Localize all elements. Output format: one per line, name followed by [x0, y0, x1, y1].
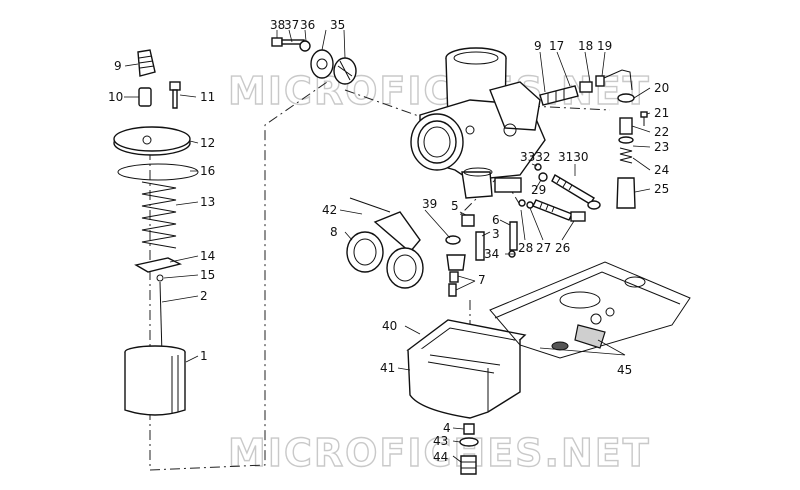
callout-20: 20 — [654, 81, 669, 95]
callout-24: 24 — [654, 163, 669, 177]
callout-labels: 38 37 36 35 9 17 18 19 20 21 22 23 24 25… — [108, 18, 669, 464]
callout-12: 12 — [200, 136, 215, 150]
callout-45: 45 — [617, 363, 632, 377]
callout-11: 11 — [200, 90, 215, 104]
callout-44: 44 — [433, 450, 448, 464]
choke-cable-parts — [539, 69, 633, 106]
slide-valve-assembly — [113, 49, 199, 416]
callout-9-left: 9 — [114, 59, 122, 73]
callout-7: 7 — [478, 273, 486, 287]
callout-23: 23 — [654, 140, 669, 154]
callout-38: 38 — [270, 18, 285, 32]
callout-36: 36 — [300, 18, 315, 32]
callout-41: 41 — [380, 361, 395, 375]
callout-1: 1 — [200, 349, 208, 363]
callout-15: 15 — [200, 268, 215, 282]
mixture-screw-parts — [518, 199, 586, 222]
leader-lines — [124, 29, 651, 463]
callout-3: 3 — [492, 227, 500, 241]
callout-17: 17 — [549, 39, 564, 53]
callout-6: 6 — [492, 213, 500, 227]
choke-plunger-parts — [616, 93, 648, 209]
callout-3130: 3130 — [558, 150, 589, 164]
carburetor-body — [410, 47, 546, 199]
callout-13: 13 — [200, 195, 215, 209]
callout-8: 8 — [330, 225, 338, 239]
callout-18: 18 — [578, 39, 593, 53]
callout-10: 10 — [108, 90, 123, 104]
callout-21: 21 — [654, 106, 669, 120]
callout-43: 43 — [433, 434, 448, 448]
callout-28: 28 — [518, 241, 533, 255]
callout-2: 2 — [200, 289, 208, 303]
callout-35: 35 — [330, 18, 345, 32]
callout-16: 16 — [200, 164, 215, 178]
watermark-top: MICROFICHES.NET — [228, 69, 651, 113]
callout-27: 27 — [536, 241, 551, 255]
idle-screw-parts — [534, 163, 601, 210]
callout-34: 34 — [484, 247, 499, 261]
callout-4: 4 — [443, 421, 451, 435]
idle-mixture-parts — [271, 37, 357, 85]
callout-14: 14 — [200, 249, 215, 263]
callout-22: 22 — [654, 125, 669, 139]
callout-3332: 3332 — [520, 150, 551, 164]
callout-37: 37 — [284, 18, 299, 32]
callout-19: 19 — [597, 39, 612, 53]
callout-29: 29 — [531, 183, 546, 197]
callout-26: 26 — [555, 241, 570, 255]
callout-25: 25 — [654, 182, 669, 196]
gasket-kit — [489, 261, 691, 359]
float-assembly — [346, 197, 424, 289]
float-bowl — [406, 319, 527, 419]
drain-parts — [459, 423, 479, 475]
callout-9-top: 9 — [534, 39, 542, 53]
callout-5: 5 — [451, 199, 459, 213]
callout-42: 42 — [322, 203, 337, 217]
callout-40: 40 — [382, 319, 397, 333]
watermark-bottom: MICROFICHES.NET — [228, 431, 651, 475]
callout-39: 39 — [422, 197, 437, 211]
jet-parts — [445, 214, 518, 297]
